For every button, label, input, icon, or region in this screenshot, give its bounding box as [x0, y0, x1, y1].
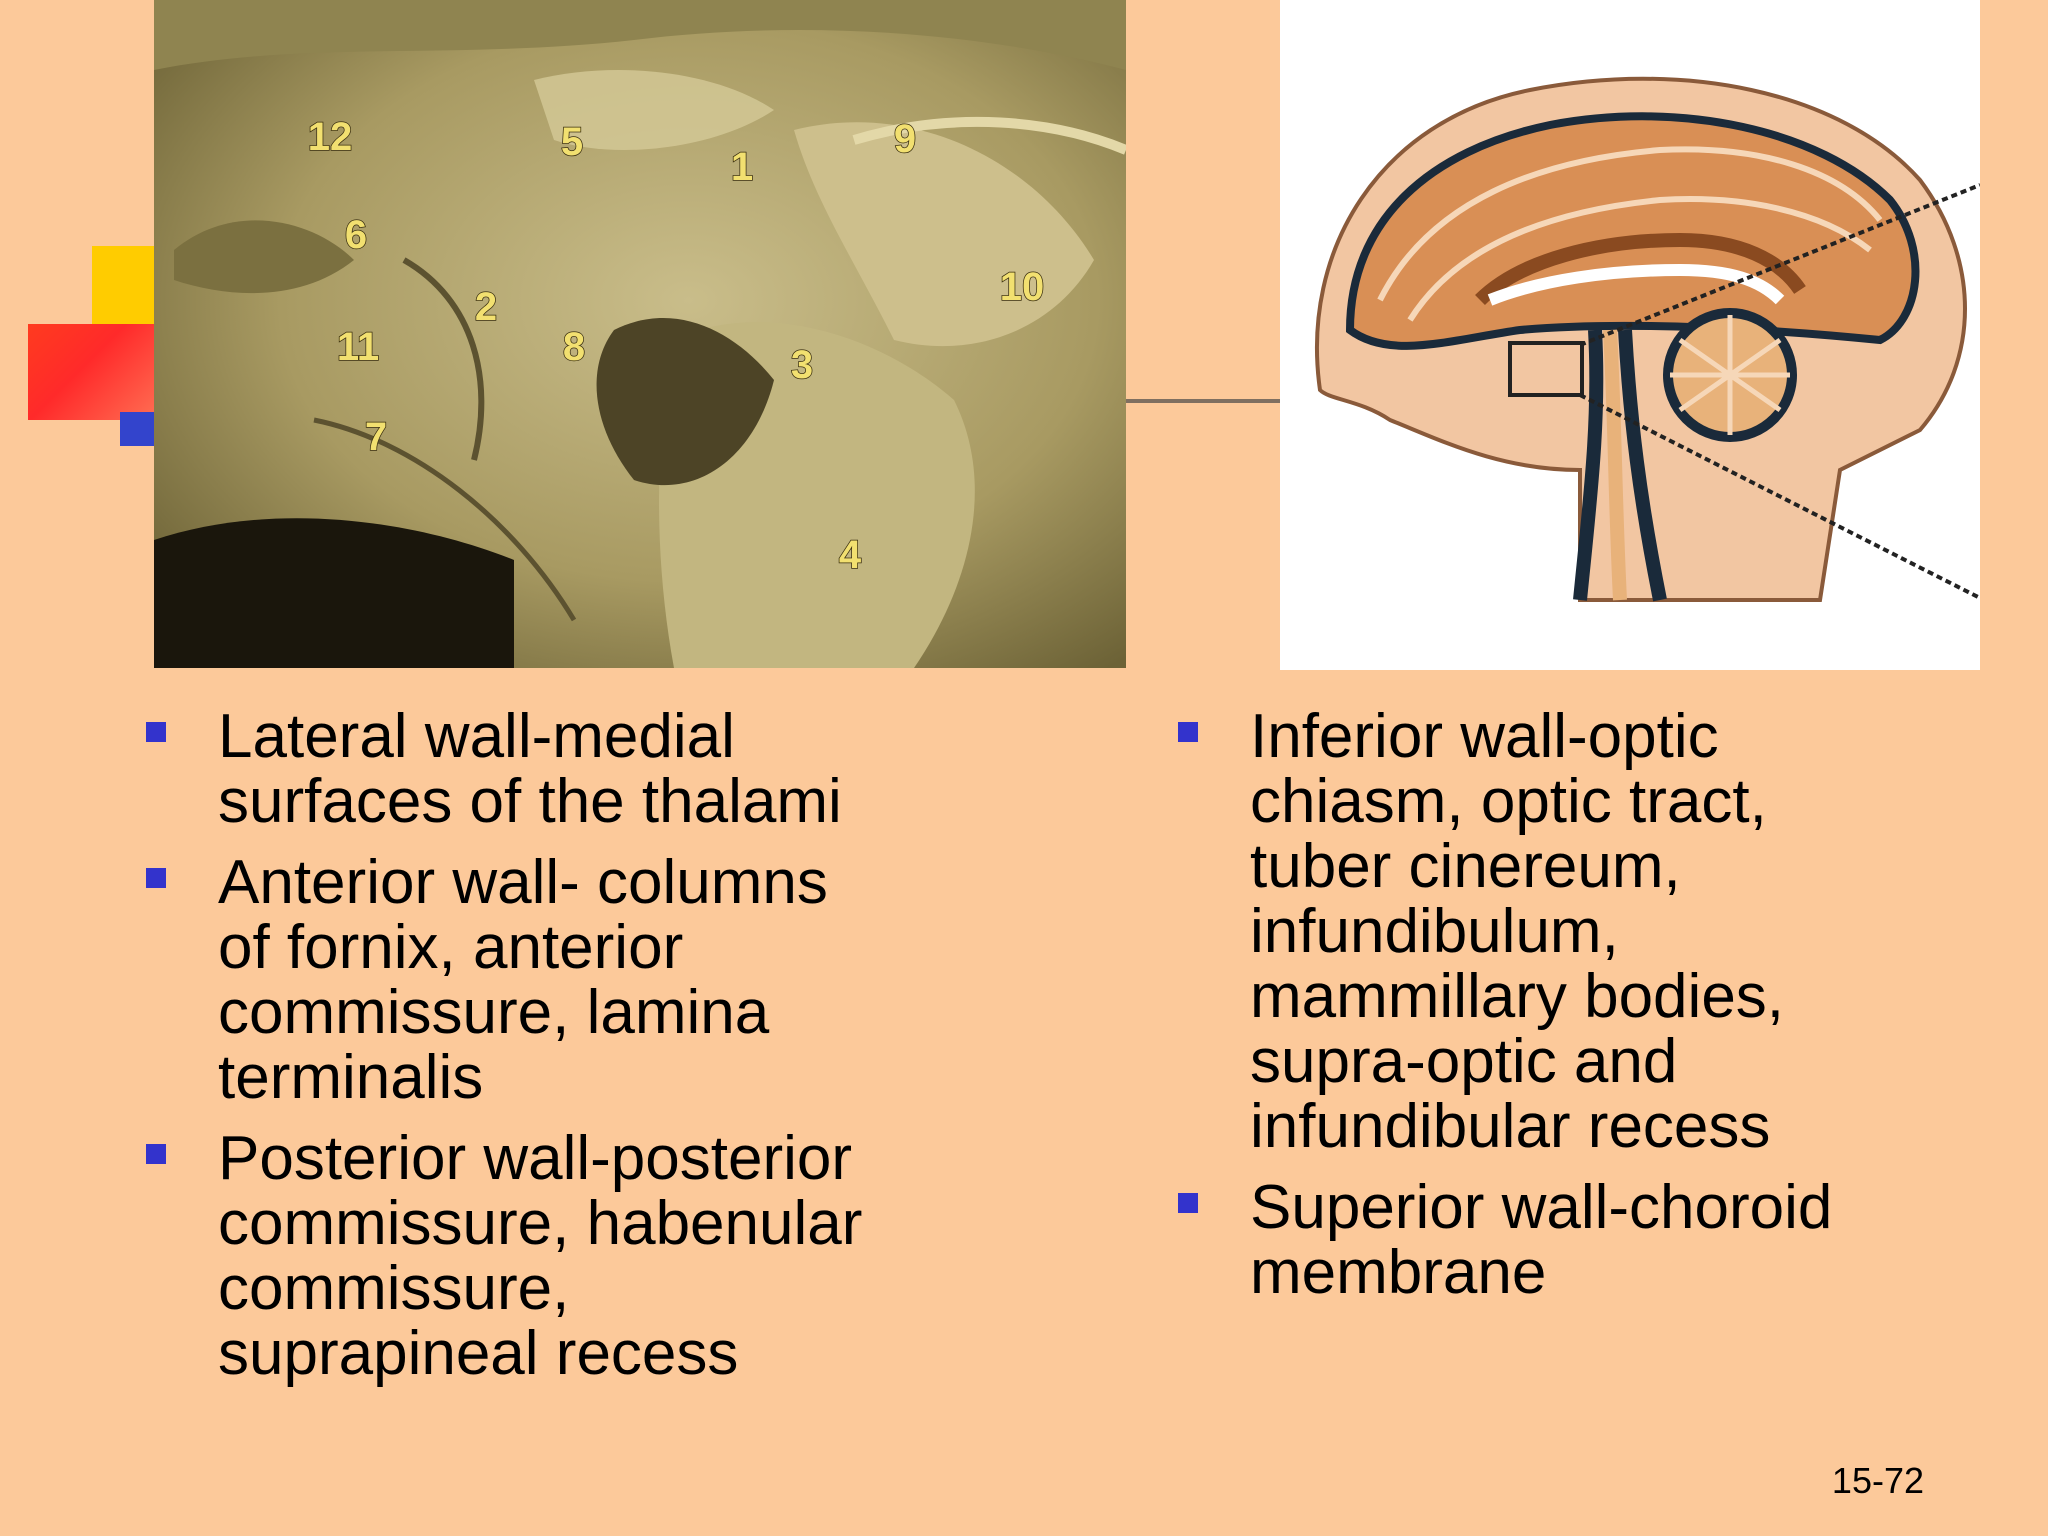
bullet-square-icon [146, 722, 166, 742]
photo-label-12: 12 [308, 115, 353, 159]
bullet-square-icon [146, 1144, 166, 1164]
bullet-square-icon [1178, 722, 1198, 742]
photo-label-8: 8 [563, 325, 585, 369]
slide-page-number: 15-72 [1831, 1460, 1924, 1501]
bullet-text: Anterior wall- columns of fornix, anteri… [218, 848, 828, 1112]
brain-sagittal-diagram [1280, 0, 1980, 670]
photo-label-4: 4 [839, 533, 862, 577]
bullet-anterior-wall: Anterior wall- columns of fornix, anteri… [140, 850, 1000, 1110]
right-bullet-list: Inferior wall-optic chiasm, optic tract,… [1172, 704, 2032, 1321]
brain-section-photo: 12 5 1 9 6 10 2 11 8 3 7 4 [154, 0, 1126, 668]
bullet-posterior-wall: Posterior wall-posterior commissure, hab… [140, 1126, 1000, 1386]
photo-label-6: 6 [345, 213, 367, 257]
photo-label-1: 1 [731, 145, 753, 189]
photo-label-3: 3 [791, 343, 813, 387]
bullet-text: Posterior wall-posterior commissure, hab… [218, 1124, 863, 1388]
bullet-text: Lateral wall-medial surfaces of the thal… [218, 702, 842, 836]
photo-label-5: 5 [561, 120, 583, 164]
decor-yellow-block [92, 246, 162, 336]
bullet-square-icon [146, 868, 166, 888]
photo-label-9: 9 [894, 117, 916, 161]
photo-label-10: 10 [1000, 265, 1045, 309]
bullet-text: Superior wall-choroid membrane [1250, 1173, 1833, 1307]
bullet-superior-wall: Superior wall-choroid membrane [1172, 1175, 2032, 1305]
decor-red-block [28, 324, 178, 420]
bullet-square-icon [1178, 1193, 1198, 1213]
bullet-text: Inferior wall-optic chiasm, optic tract,… [1250, 702, 1785, 1161]
connector-line [1124, 399, 1280, 403]
photo-label-7: 7 [365, 415, 387, 459]
bullet-lateral-wall: Lateral wall-medial surfaces of the thal… [140, 704, 1000, 834]
photo-label-2: 2 [475, 285, 497, 329]
left-bullet-list: Lateral wall-medial surfaces of the thal… [140, 704, 1000, 1402]
bullet-inferior-wall: Inferior wall-optic chiasm, optic tract,… [1172, 704, 2032, 1159]
photo-label-11: 11 [337, 325, 379, 369]
